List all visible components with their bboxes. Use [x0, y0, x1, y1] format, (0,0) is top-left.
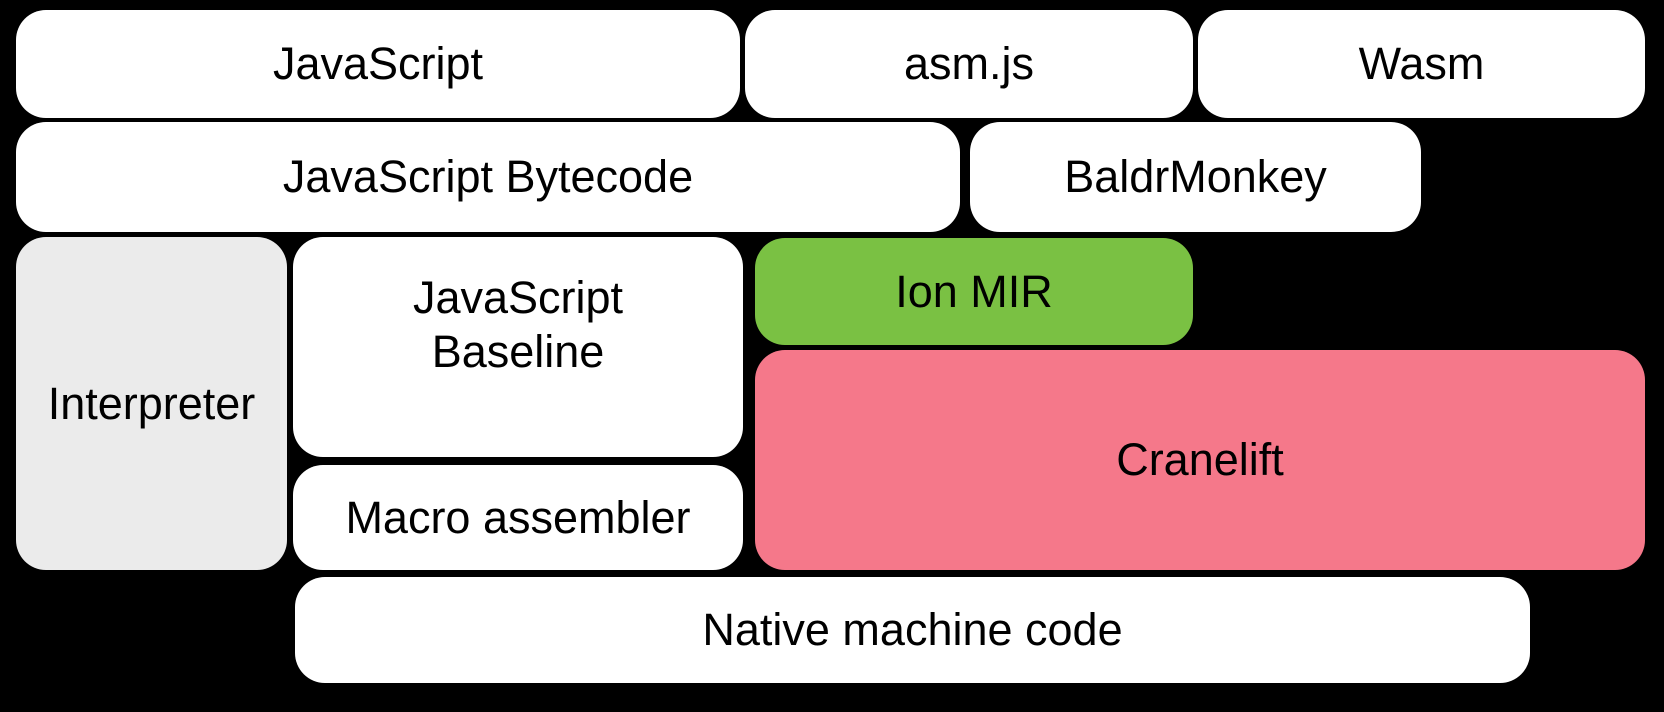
node-cranelift-label: Cranelift	[1116, 434, 1284, 485]
node-baldrmonkey: BaldrMonkey	[970, 122, 1421, 232]
node-javascript-baseline: JavaScript Baseline	[293, 237, 743, 457]
node-native-machine-code-label: Native machine code	[702, 604, 1123, 655]
node-interpreter: Interpreter	[16, 237, 287, 570]
node-ion-mir-label: Ion MIR	[895, 265, 1053, 317]
node-javascript-bytecode-label: JavaScript Bytecode	[282, 151, 694, 202]
node-javascript-bytecode: JavaScript Bytecode	[16, 122, 960, 232]
node-wasm: Wasm	[1198, 10, 1645, 118]
node-wasm-label: Wasm	[1358, 38, 1485, 89]
node-interpreter-label: Interpreter	[47, 377, 256, 429]
node-asmjs-label: asm.js	[903, 38, 1034, 89]
node-cranelift: Cranelift	[755, 350, 1645, 570]
node-ion-mir: Ion MIR	[755, 238, 1193, 345]
node-baldrmonkey-label: BaldrMonkey	[1064, 151, 1327, 202]
node-javascript-baseline-label: JavaScript Baseline	[412, 272, 624, 377]
node-macro-assembler-label: Macro assembler	[345, 491, 691, 543]
node-native-machine-code: Native machine code	[295, 577, 1530, 683]
node-macro-assembler: Macro assembler	[293, 465, 743, 570]
node-javascript: JavaScript	[16, 10, 740, 118]
node-javascript-label: JavaScript	[272, 38, 484, 89]
node-asmjs: asm.js	[745, 10, 1193, 118]
